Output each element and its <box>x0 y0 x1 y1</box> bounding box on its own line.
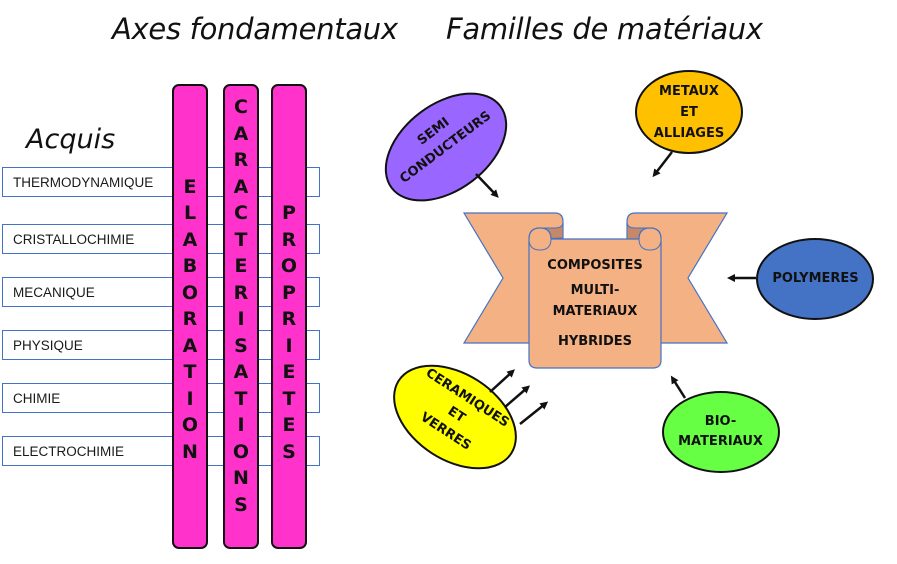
banner-front-panel <box>528 227 662 369</box>
acquis-item-label: THERMODYNAMIQUE <box>13 175 154 190</box>
pillar-letter: C <box>234 96 248 118</box>
pillar-letter: L <box>183 202 197 224</box>
pillar-letter: R <box>281 228 297 251</box>
pillar-letter: I <box>285 334 293 357</box>
pillar-letter: B <box>182 255 198 277</box>
arrow-ceramiques-to-center-1 <box>489 369 515 393</box>
pillar-letter: I <box>237 414 245 436</box>
family-bio-materiaux-label: BIO- MATERIAUX <box>663 412 778 452</box>
pillar-letter: E <box>183 175 197 198</box>
family-line: MATERIAUX <box>678 434 763 449</box>
acquis-item-label: PHYSIQUE <box>13 338 83 353</box>
ellipse-metaux-alliages <box>635 70 743 154</box>
acquis-item-chimie: CHIMIE <box>2 383 320 413</box>
center-label-hybrides: HYBRIDES <box>557 334 633 349</box>
acquis-item-thermodynamique: THERMODYNAMIQUE <box>2 167 320 197</box>
pillar-letter: O <box>181 414 199 436</box>
center-label-composites: COMPOSITES <box>547 258 643 273</box>
pillar-letter: T <box>183 361 197 383</box>
family-polymeres-label: POLYMERES <box>758 269 873 289</box>
ellipse-polymeres <box>756 238 874 320</box>
family-metaux-alliages-label: METAUX ET ALLIAGES <box>634 81 744 144</box>
pillar-letter: E <box>282 414 296 436</box>
pillar-letter: N <box>182 440 198 463</box>
pillar-letter: E <box>234 255 248 277</box>
acquis-item-label: CHIMIE <box>13 391 61 406</box>
pillar-letter: T <box>234 228 248 251</box>
pillar-letter: A <box>233 122 249 145</box>
pillar-letter: P <box>282 281 296 304</box>
pillar-letter: R <box>281 308 297 330</box>
ellipse-bio-materiaux <box>662 391 780 473</box>
pillar-letter: P <box>282 202 296 224</box>
acquis-item-label: ELECTROCHIMIE <box>13 444 125 459</box>
family-line: ALLIAGES <box>653 126 725 141</box>
pillar-letter: T <box>282 387 296 410</box>
acquis-item-label: MECANIQUE <box>13 285 95 300</box>
pillar-letter: I <box>237 308 245 330</box>
acquis-item-cristallochimie: CRISTALLOCHIMIE <box>2 224 320 254</box>
pillar-letter: S <box>282 440 296 463</box>
pillar-letter: R <box>182 308 198 330</box>
arrow-ceramiques-to-center-3 <box>519 401 549 425</box>
acquis-item-electrochimie: ELECTROCHIMIE <box>2 436 320 466</box>
ellipse-semi-conducteurs <box>384 92 508 202</box>
pillar-letter: T <box>234 387 248 410</box>
family-line: METAUX <box>659 84 719 99</box>
pillar-letter: R <box>233 149 249 171</box>
pillar-letter: O <box>232 440 250 463</box>
arrow-semi-to-center <box>475 173 499 198</box>
acquis-item-physique: PHYSIQUE <box>2 330 320 360</box>
pillar-letter: R <box>233 281 249 304</box>
pillar-letter: O <box>280 255 298 277</box>
ellipse-ceramiques-verres <box>393 364 517 470</box>
acquis-label: Acquis <box>26 124 116 155</box>
acquis-item-label: CRISTALLOCHIMIE <box>13 232 135 247</box>
pillar-letter: N <box>233 467 249 489</box>
pillar-letter: A <box>182 334 198 357</box>
pillar-letter: C <box>234 202 248 224</box>
pillar-letter: A <box>233 361 249 383</box>
center-label-multi: MULTI- <box>570 283 620 298</box>
arrow-ceramiques-to-center-2 <box>504 385 531 408</box>
pillar-letter: A <box>233 175 249 198</box>
center-label-materiaux: MATERIAUX <box>552 304 638 319</box>
pillar-letter: O <box>181 281 199 304</box>
family-line: BIO- <box>704 414 737 429</box>
family-line: ET <box>680 105 698 120</box>
pillar-letter: I <box>186 387 194 410</box>
composites-banner <box>462 212 729 369</box>
pillar-letter: E <box>282 361 296 383</box>
pillar-letter: S <box>234 334 248 357</box>
family-line: POLYMERES <box>772 271 859 286</box>
title-axes-fondamentaux: Axes fondamentaux <box>112 12 398 46</box>
pillar-letter: A <box>182 228 198 251</box>
arrow-metaux-to-center <box>652 151 673 178</box>
title-familles-materiaux: Familles de matériaux <box>446 12 763 46</box>
arrow-bio-to-center <box>670 375 687 399</box>
acquis-item-mecanique: MECANIQUE <box>2 277 320 307</box>
pillar-letter: S <box>234 493 248 516</box>
